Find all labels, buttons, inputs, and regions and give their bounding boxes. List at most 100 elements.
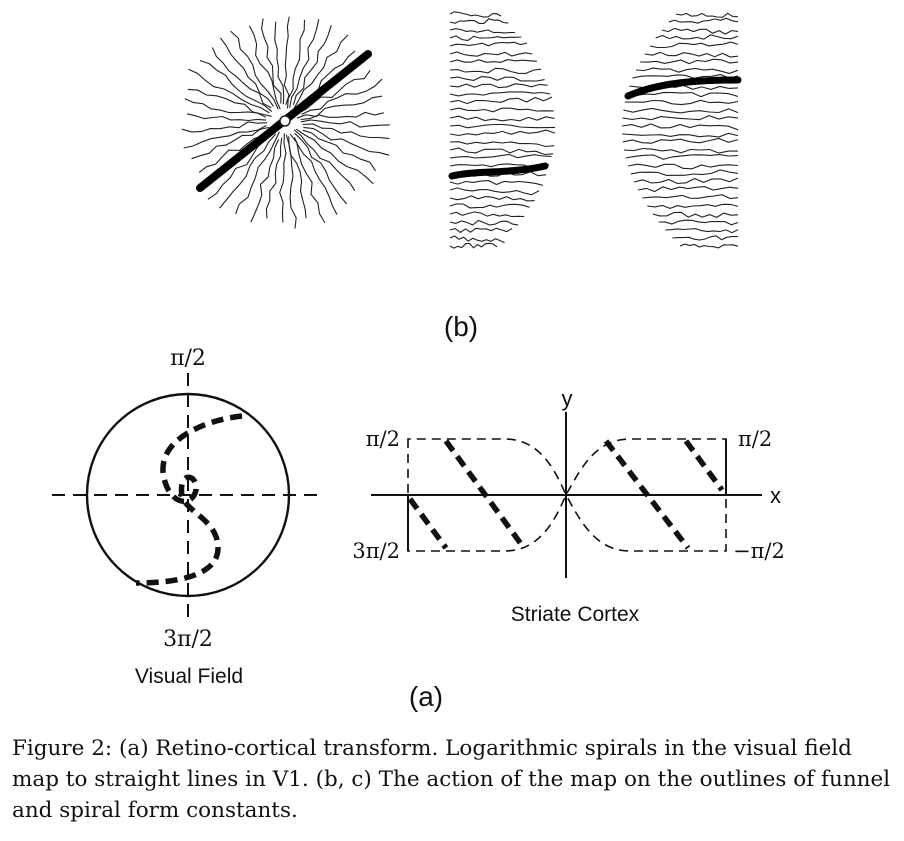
cortex-straight-lines [407, 439, 725, 550]
cortex-spiral-stroke [668, 17, 739, 24]
cortex-funnel-stroke [449, 203, 530, 209]
radial-stroke [302, 123, 390, 140]
radial-stroke [248, 25, 281, 110]
cortex-funnel-sketch [449, 11, 556, 249]
cortex-funnel-stroke [449, 153, 552, 159]
cortex-spiral-stroke [621, 123, 739, 131]
cortex-x-axis-label: x [770, 483, 781, 508]
radial-stroke [186, 113, 267, 122]
radial-stroke [199, 59, 273, 113]
radial-stroke [300, 119, 390, 128]
cortex-spiral-stroke [633, 177, 739, 185]
cortex-spiral-stroke [665, 228, 739, 234]
cortex-spiral-stroke [622, 132, 739, 138]
radial-stroke [294, 132, 348, 205]
radial-stroke [289, 18, 320, 108]
cortex-funnel-stroke [449, 41, 528, 47]
middle-thick-line [448, 162, 549, 180]
radial-stroke [292, 25, 332, 105]
radial-stroke [265, 137, 283, 219]
radial-stroke [274, 21, 285, 105]
striate-cortex-diagram: π/2 3π/2 π/2 −π/2 y x Striate Cortex [352, 386, 784, 626]
panel-b-label: (b) [444, 311, 478, 342]
cortex-funnel-stroke [449, 67, 542, 74]
cortex-funnel-stroke [449, 123, 556, 129]
cortex-spiral-stroke [675, 12, 739, 18]
cortex-right-bottom-label: −π/2 [733, 539, 785, 563]
visual-field-title: Visual Field [135, 665, 243, 688]
cortex-spiral-stroke [625, 154, 739, 160]
radial-stroke [181, 121, 268, 133]
cortex-funnel-stroke [449, 180, 543, 186]
cortex-spiral-stroke [642, 194, 739, 200]
cortex-funnel-stroke [449, 18, 509, 24]
cortex-spiral-sketch [621, 12, 739, 249]
cortex-funnel-stroke [449, 235, 505, 244]
radial-stroke [293, 129, 356, 191]
radial-stroke [303, 126, 390, 156]
radial-stroke [300, 111, 384, 121]
cortex-spiral-stroke [624, 99, 739, 106]
cortex-funnel-stroke [449, 242, 498, 249]
cortex-funnel-stroke [449, 11, 502, 18]
cortex-spiral-stroke [661, 27, 739, 35]
radial-stroke [187, 88, 272, 117]
radial-stroke [279, 133, 287, 223]
cortex-spiral-stroke [655, 34, 739, 40]
figure-caption: Figure 2: (a) Retino-cortical transform.… [12, 736, 891, 823]
radial-stroke [250, 139, 280, 223]
cortex-funnel-stroke [449, 187, 540, 196]
cortex-funnel-stroke [449, 115, 555, 122]
figure-2: (b) π/2 3π/2 Visual Field π/2 3π/2 π/2 −… [52, 11, 785, 712]
radial-stroke [301, 78, 383, 115]
cortex-spiral-stroke [672, 235, 739, 241]
cortex-spiral-stroke [635, 67, 739, 74]
radial-stroke [286, 19, 306, 109]
cortex-spiral-stroke [644, 51, 739, 58]
cortex-spiral-stroke [679, 243, 739, 249]
radial-stroke [261, 18, 282, 104]
cortex-funnel-stroke [449, 59, 537, 63]
cortex-spiral-stroke [627, 163, 739, 170]
radial-stroke [235, 131, 280, 215]
radial-stroke [188, 68, 270, 114]
cortex-funnel-stroke [449, 35, 522, 42]
radial-stroke [296, 95, 383, 119]
cortex-funnel-stroke [449, 141, 555, 148]
cortex-spiral-stroke [637, 186, 739, 193]
cortex-funnel-stroke [449, 129, 556, 137]
cortex-funnel-stroke [449, 211, 525, 218]
cortex-spiral-stroke [630, 169, 739, 176]
radial-stroke [183, 125, 267, 149]
radial-stroke [191, 126, 270, 160]
cortex-spiral-stroke [658, 219, 739, 226]
cortex-funnel-stroke [449, 51, 533, 57]
radial-stroke [219, 133, 277, 209]
panel-b-illustrations: (b) [181, 11, 742, 342]
radial-stroke [289, 133, 326, 224]
cortex-funnel-stroke [449, 76, 545, 82]
radial-center [279, 115, 291, 127]
right-thick-line [624, 76, 742, 100]
radial-stroke [207, 132, 275, 200]
cortex-spiral-stroke [623, 107, 739, 114]
cortex-spiral-stroke [622, 137, 739, 144]
cortex-funnel-stroke [449, 28, 516, 34]
visual-field-top-label: π/2 [170, 346, 206, 371]
cortex-funnel-stroke [449, 147, 554, 156]
cortex-left-bottom-label: 3π/2 [352, 539, 400, 563]
cortex-funnel-stroke [449, 91, 551, 97]
cortex-funnel-stroke [449, 96, 553, 105]
radial-stroke [295, 128, 374, 185]
cortex-spiral-stroke [649, 41, 739, 49]
log-spiral-curve [135, 413, 243, 586]
cortex-spiral-stroke [623, 147, 738, 154]
cortex-spiral-stroke [640, 58, 739, 65]
radial-stroke [283, 16, 290, 105]
cortex-outline-left [407, 438, 567, 552]
cortex-funnel-stroke [449, 195, 535, 202]
radial-stroke [184, 98, 267, 118]
cortex-funnel-stroke [449, 107, 554, 113]
cortex-spiral-stroke [626, 91, 739, 98]
cortex-y-axis-label: y [562, 386, 573, 411]
